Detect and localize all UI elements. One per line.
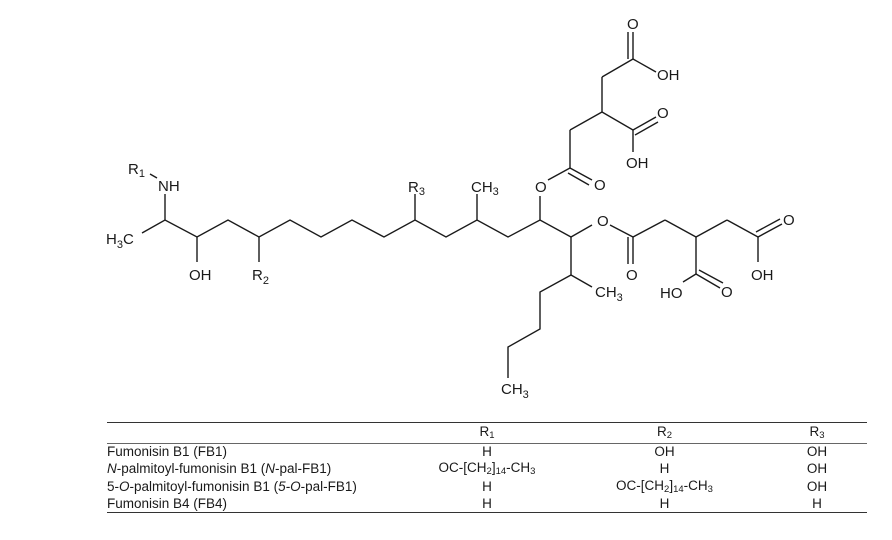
header-r2: R2 (562, 422, 767, 444)
tca1-carbonyl-oxygen: O (594, 177, 606, 194)
r2-label: R2 (252, 267, 269, 287)
r3-value: OH (806, 479, 828, 494)
r1-value: OC-[CH2]14-CH3 (438, 460, 536, 477)
tca2-acid1-oxygen: O (721, 284, 733, 301)
tca2-acid2-oh: OH (751, 267, 774, 284)
r2-value: OH (654, 444, 675, 459)
table-row: 5-O-palmitoyl-fumonisin B1 (5-O-pal-FB1)… (107, 478, 867, 496)
tricarballylic-ester-lower (609, 218, 783, 289)
substituent-table: R1 R2 R3 Fumonisin B1 (FB1) H OH OH N-pa… (107, 422, 867, 513)
header-r3: R3 (767, 422, 867, 444)
compound-name: N-palmitoyl-fumonisin B1 (N-pal-FB1) (107, 461, 332, 476)
r2-value: H (562, 496, 767, 513)
tca2-acid2-oxygen: O (783, 212, 795, 229)
header-r1: R1 (412, 422, 562, 444)
r1-value: H (482, 479, 492, 494)
header-compound (107, 422, 412, 444)
r2-value: H (659, 461, 670, 476)
tricarballylic-ester-upper (547, 32, 659, 186)
ester-oxygen-lower: O (597, 213, 609, 230)
r2-value: OC-[CH2]14-CH3 (616, 478, 713, 495)
r3-value: OH (806, 444, 828, 459)
r1-label: R1 (128, 161, 145, 180)
table-row: N-palmitoyl-fumonisin B1 (N-pal-FB1) OC-… (107, 460, 867, 478)
r3-value: H (767, 496, 867, 513)
table-row: Fumonisin B1 (FB1) H OH OH (107, 444, 867, 461)
ch3-label-c16: CH3 (595, 284, 623, 304)
nh-label: NH (158, 178, 180, 195)
r1-value: H (482, 444, 492, 459)
ch3-label-c12: CH3 (471, 179, 499, 198)
h3c-label: H3C (106, 231, 134, 251)
r1-value: H (412, 496, 562, 513)
compound-name: Fumonisin B4 (FB4) (107, 496, 412, 513)
r3-value: OH (806, 461, 828, 476)
backbone-chain (141, 173, 593, 378)
tca2-carbonyl-oxygen: O (626, 267, 638, 284)
ester-oxygen-upper: O (535, 179, 547, 196)
tca1-acid2-oxygen: O (627, 16, 639, 33)
tca2-acid1-ho: HO (660, 285, 683, 302)
fumonisin-structure-diagram: R1 NH H3C OH R2 R3 CH3 O O CH3 CH3 O O O… (106, 16, 795, 401)
r3-label: R3 (408, 179, 425, 198)
tca1-acid1-oh: OH (626, 155, 649, 172)
table-row: Fumonisin B4 (FB4) H H H (107, 496, 867, 513)
oh-c3-label: OH (189, 267, 212, 284)
compound-name: Fumonisin B1 (FB1) (107, 444, 228, 459)
ch3-label-tail: CH3 (501, 381, 529, 401)
tca1-acid1-oxygen: O (657, 105, 669, 122)
table-header-row: R1 R2 R3 (107, 422, 867, 444)
compound-name: 5-O-palmitoyl-fumonisin B1 (5-O-pal-FB1) (107, 479, 357, 494)
tca1-acid2-oh: OH (657, 67, 680, 84)
